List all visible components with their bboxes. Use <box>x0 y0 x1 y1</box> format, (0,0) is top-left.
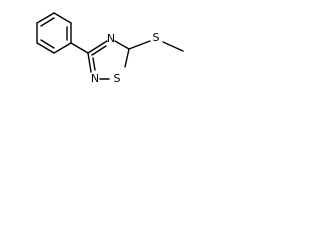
ring-bond-c3-n4 <box>87 40 108 54</box>
ring-bond-n2-c3 <box>87 52 92 73</box>
atom-labels: N N S S <box>91 31 160 85</box>
phenyl-to-ring-bond <box>70 42 89 54</box>
atom-label-s-methyl: S <box>153 31 160 44</box>
phenyl-bond-4 <box>53 42 72 54</box>
atom-label-n-bottom: N <box>91 72 99 85</box>
phenyl-bond-5 <box>36 42 55 54</box>
atom-label-n-top: N <box>107 32 115 45</box>
c5-to-methylthio-bond <box>128 40 151 50</box>
phenyl-inner-bond-1 <box>40 17 55 27</box>
ring-bond-c5-s1 <box>124 48 130 68</box>
bond-lines <box>36 12 184 80</box>
methylthio-to-methyl-bond <box>162 41 184 52</box>
phenyl-bond-1 <box>36 12 55 24</box>
ring-bond-c3-n4-double <box>91 45 107 56</box>
structure-canvas: N N S S <box>0 0 216 97</box>
ring-bond-n4-c5 <box>114 40 130 50</box>
phenyl-inner-bond-3 <box>40 39 55 49</box>
atom-label-s-ring: S <box>114 72 121 85</box>
molecule-drawing: N N S S <box>36 12 184 85</box>
phenyl-bond-2 <box>53 12 72 24</box>
ring-bond-n2-c3-double <box>92 57 96 71</box>
